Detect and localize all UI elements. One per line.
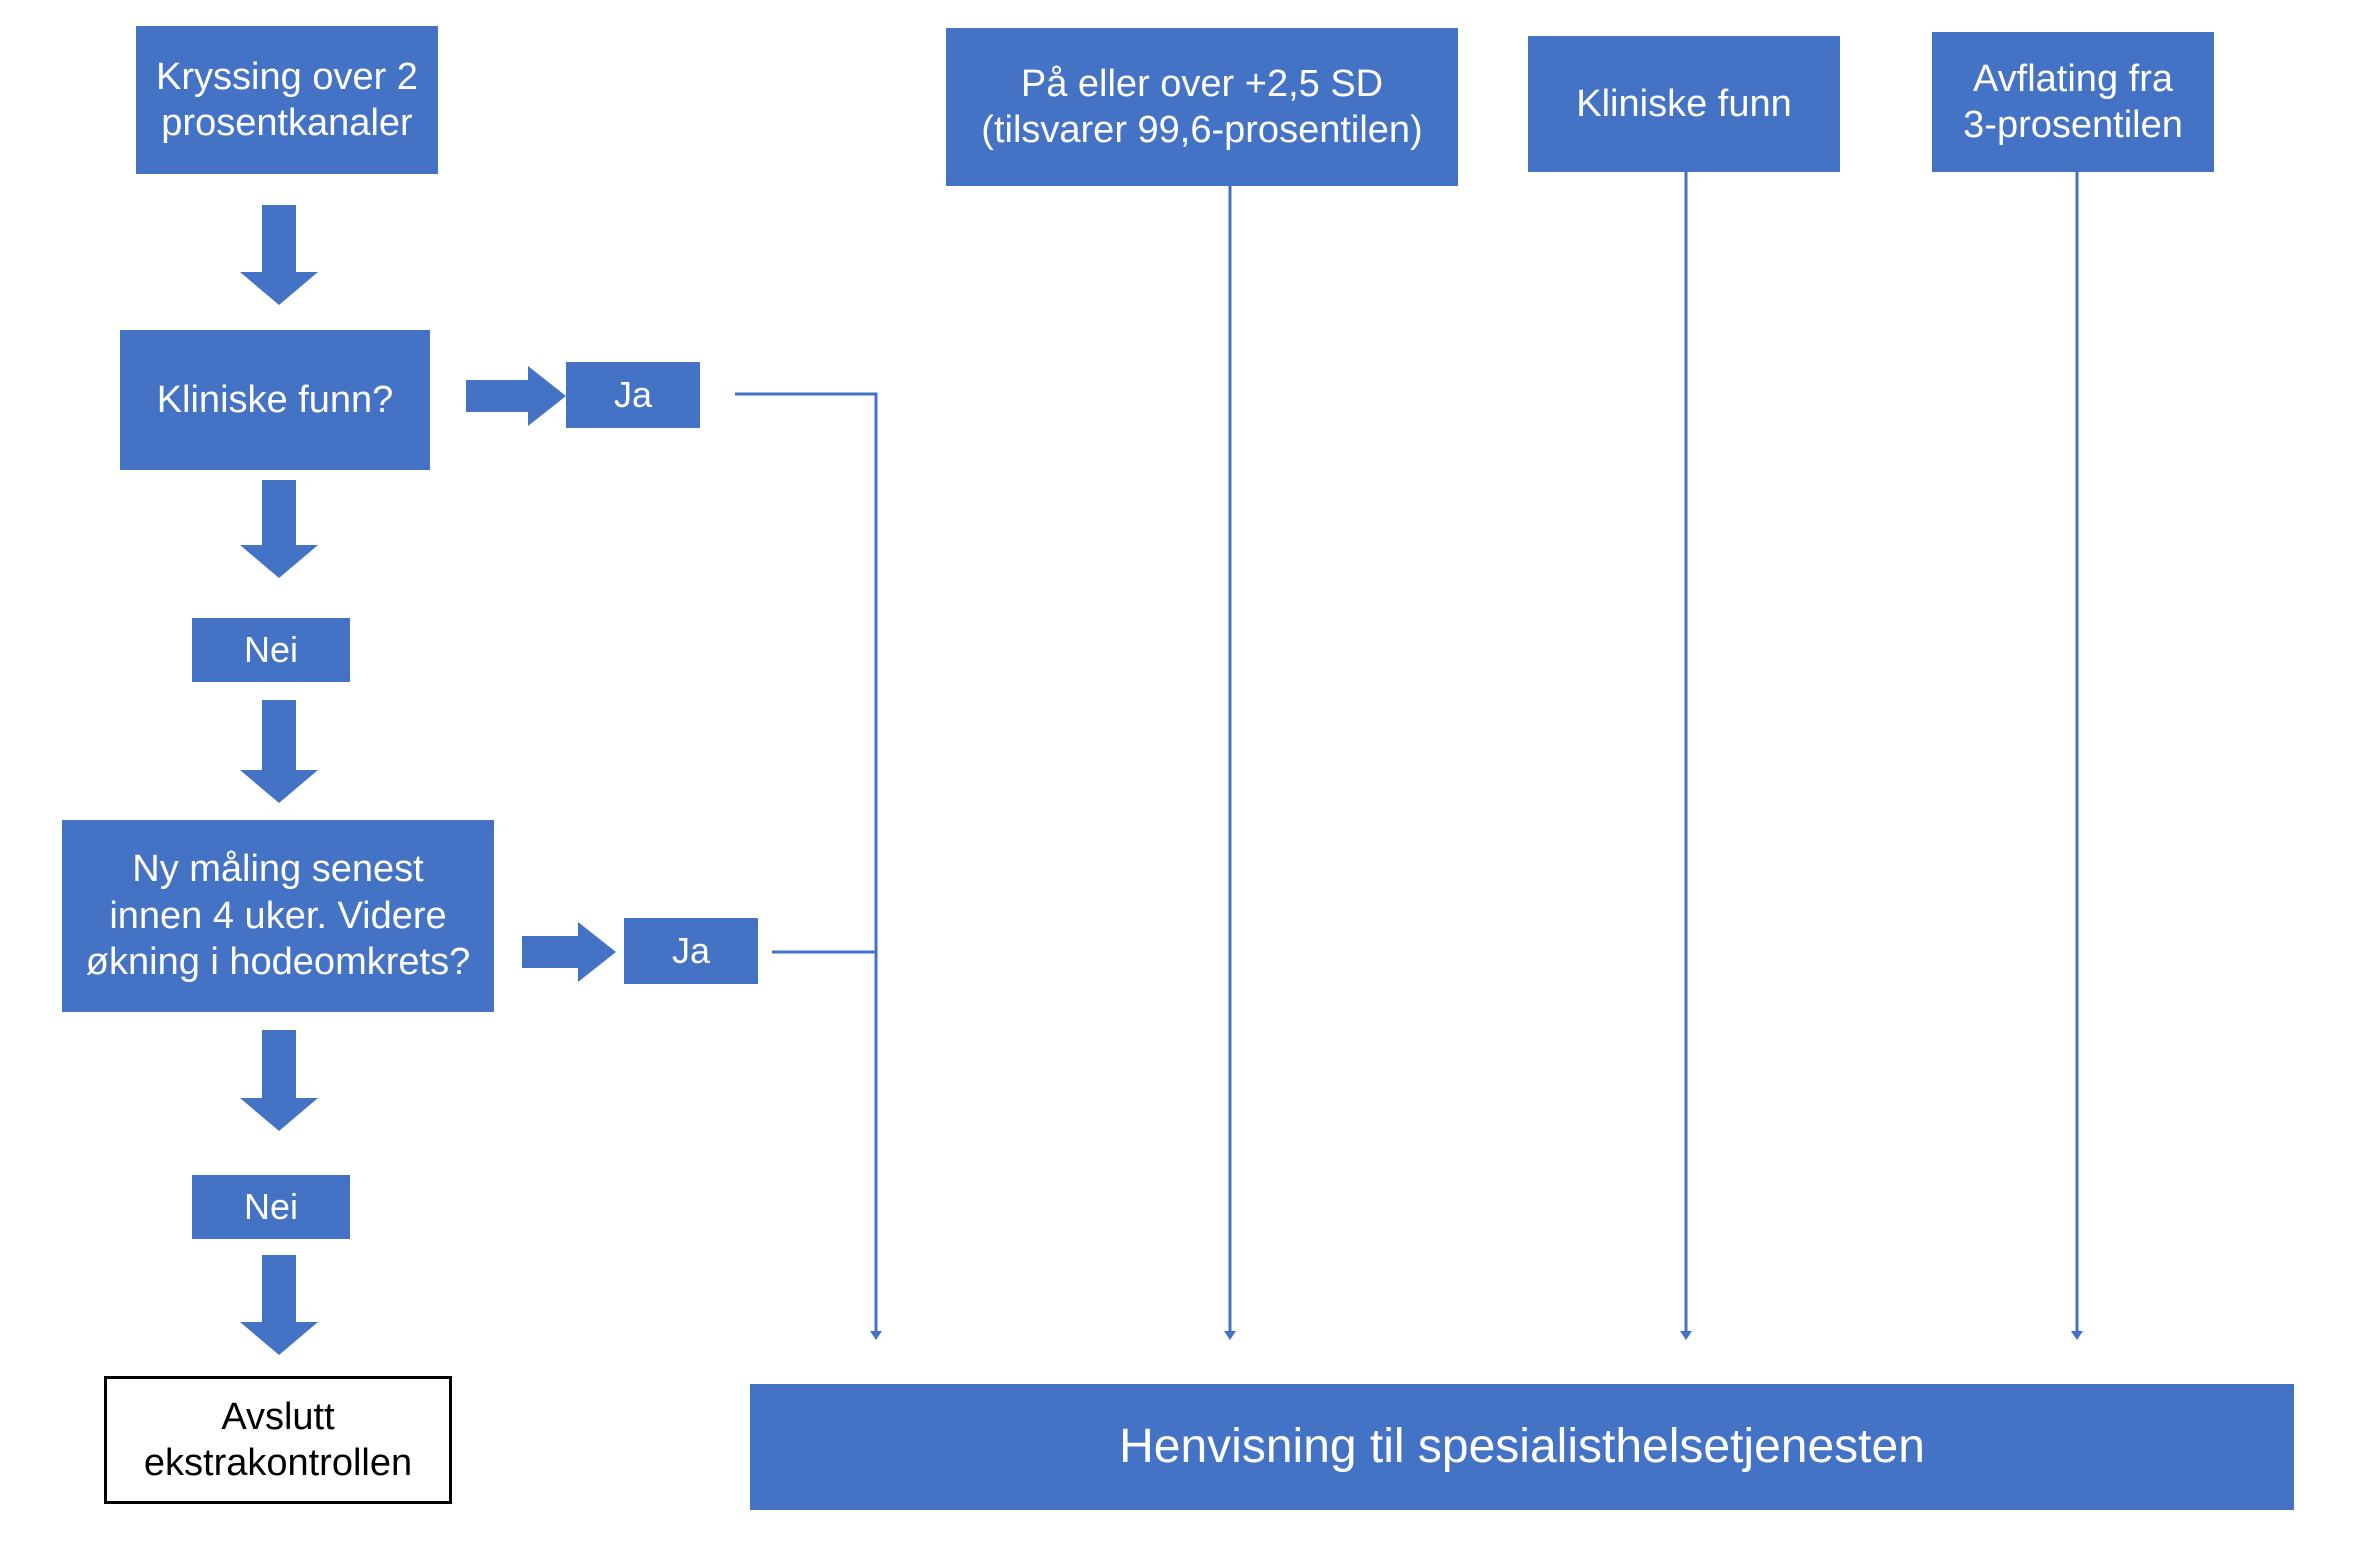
block-arrow-nymaling-to-nei2 [240, 1030, 318, 1131]
thin-connector-ja1-to-henvisning [735, 392, 882, 1340]
node-kliniske-funn[interactable]: Kliniske funn [1528, 36, 1840, 172]
node-ja-2[interactable]: Ja [624, 918, 758, 984]
node-pa-eller-over-2-5-sd[interactable]: På eller over +2,5 SD (tilsvarer 99,6-pr… [946, 28, 1458, 186]
node-avflating-fra-3-prosentilen[interactable]: Avflating fra 3-prosentilen [1932, 32, 2214, 172]
block-arrow-kryssing-to-kliniske [240, 205, 318, 305]
node-ny-maling-question[interactable]: Ny måling senest innen 4 uker. Videre øk… [62, 820, 494, 1012]
node-avslutt-ekstrakontrollen[interactable]: Avslutt ekstrakontrollen [104, 1376, 452, 1504]
block-arrow-kliniske-to-nei [240, 480, 318, 578]
block-arrow-nei-to-nymaling [240, 700, 318, 803]
node-ja-1[interactable]: Ja [566, 362, 700, 428]
node-nei-1[interactable]: Nei [192, 618, 350, 682]
block-arrow-nymaling-to-ja2 [522, 922, 616, 982]
block-arrow-kliniske-to-ja1 [466, 366, 566, 426]
block-arrow-nei2-to-avslutt [240, 1255, 318, 1355]
node-nei-2[interactable]: Nei [192, 1175, 350, 1239]
node-kryssing-over-2-prosentkanaler[interactable]: Kryssing over 2 prosentkanaler [136, 26, 438, 174]
node-henvisning-til-spesialisthelsetjenesten[interactable]: Henvisning til spesialisthelsetjenesten [750, 1384, 2294, 1510]
node-kliniske-funn-question[interactable]: Kliniske funn? [120, 330, 430, 470]
